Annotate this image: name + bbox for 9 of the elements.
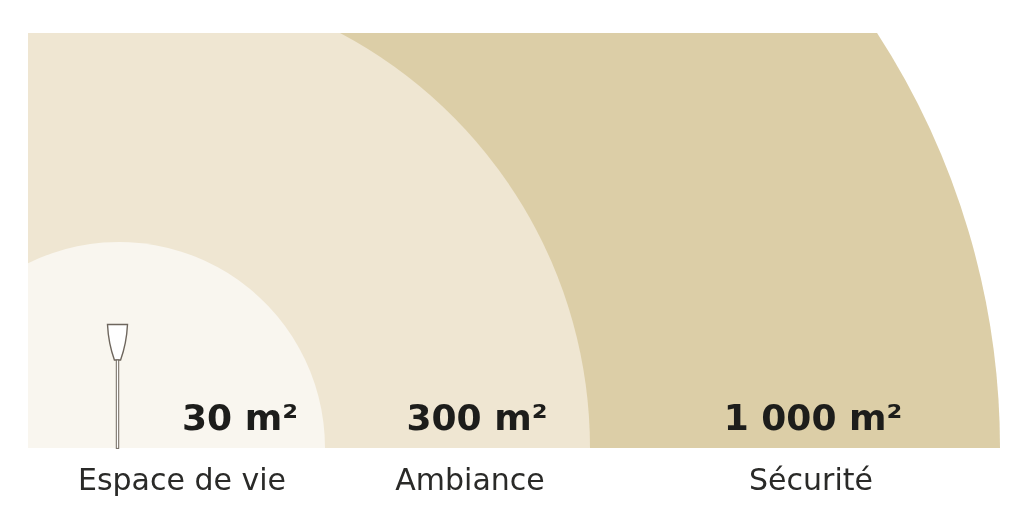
area-value: 30 m² <box>182 400 298 436</box>
zone-caption: Ambiance <box>395 465 545 495</box>
zone-caption: Espace de vie <box>77 465 287 495</box>
middle-radius-zone <box>28 33 590 448</box>
outer-radius-zone <box>28 33 1000 448</box>
zone-caption: Sécurité <box>749 465 873 495</box>
area-value: 300 m² <box>406 400 548 436</box>
inner-radius-zone <box>28 242 325 448</box>
area-value: 1 000 m² <box>723 400 903 436</box>
